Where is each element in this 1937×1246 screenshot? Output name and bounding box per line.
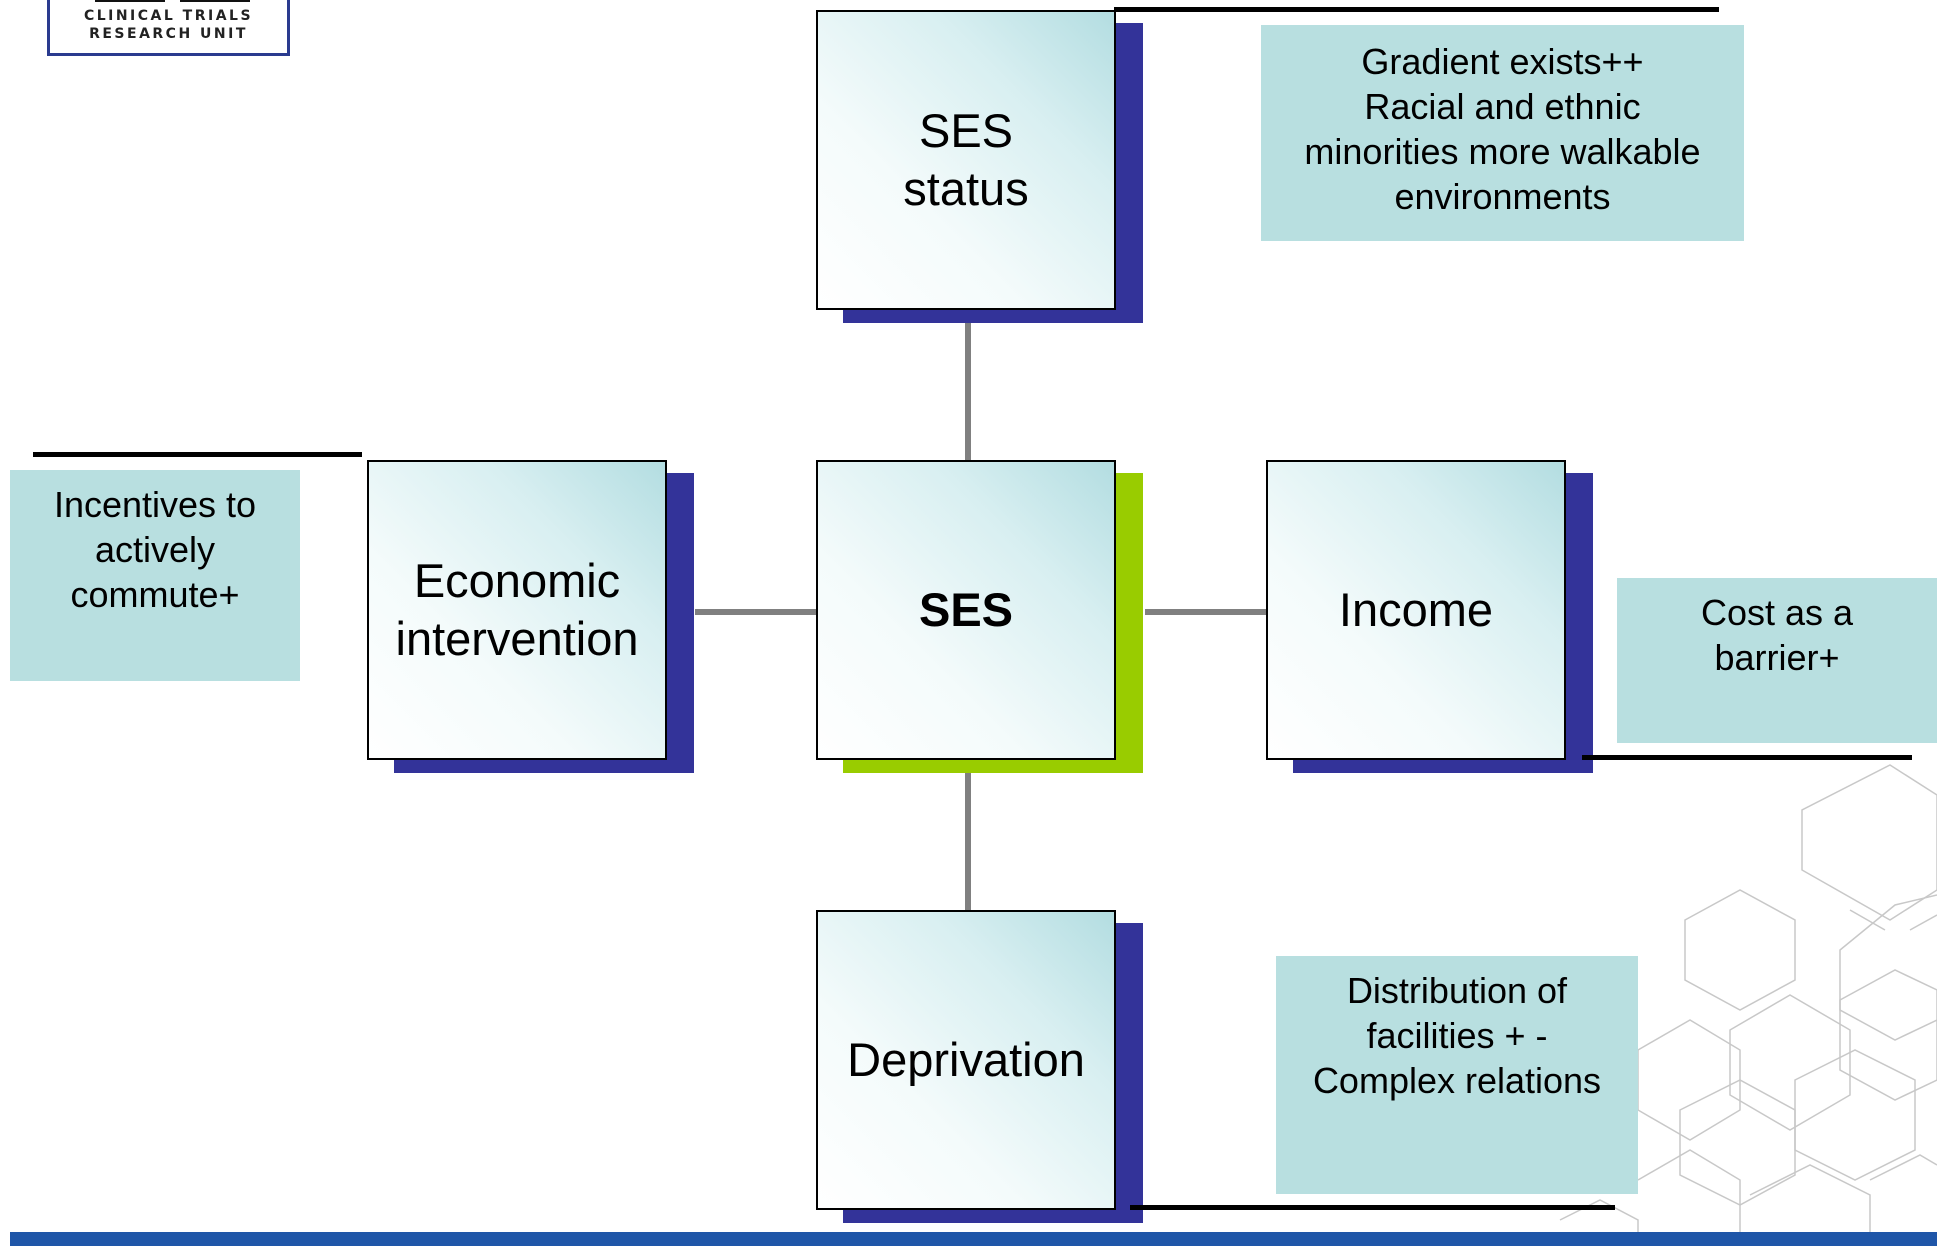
note-line: Racial and ethnic [1364,86,1641,127]
note-line: Cost as a [1700,592,1854,633]
connector-center-left [695,609,818,615]
node-face: SES [816,460,1116,760]
note-deprivation: Distribution of facilities + - Complex r… [1276,956,1638,1194]
logo-line-2: RESEARCH UNIT [89,26,248,42]
divider-rule-right [1582,755,1912,760]
note-line: environments [1394,176,1611,217]
note-ses-status: Gradient exists++ Racial and ethnic mino… [1261,25,1744,241]
logo-mark-right [180,0,250,2]
footer-bar [10,1232,1937,1246]
node-face: Deprivation [816,910,1116,1210]
note-line: facilities + - [1366,1015,1548,1056]
note-income: Cost as a barrier+ [1617,578,1937,743]
node-ses-center: SES [816,460,1143,773]
node-label: Deprivation [847,1033,1085,1086]
note-line: actively [94,529,216,570]
divider-rule-bottom [1130,1205,1615,1210]
logo: CLINICAL TRIALS RESEARCH UNIT [47,0,290,56]
node-ses-status: SES status [816,10,1143,323]
note-line: barrier+ [1714,637,1840,678]
note-line: minorities more walkable [1304,131,1701,172]
note-line: Distribution of [1346,970,1568,1011]
note-line: Incentives to [53,484,257,525]
divider-rule-left [33,452,362,457]
logo-line-1: CLINICAL TRIALS [83,8,254,24]
logo-mark-left [95,0,165,2]
note-economic-intervention: Incentives to actively commute+ [10,470,300,681]
node-label: SES status [903,104,1029,215]
node-economic-intervention: Economic intervention [367,460,694,773]
node-label: SES [918,583,1014,636]
note-line: Complex relations [1312,1060,1602,1101]
node-label: Economic intervention [395,554,639,665]
node-face: SES status [816,10,1116,310]
note-line: Gradient exists++ [1361,41,1644,82]
connector-center-top [965,321,971,461]
connector-center-bottom [965,772,971,913]
node-face: Economic intervention [367,460,667,760]
connector-center-right [1145,609,1269,615]
node-deprivation: Deprivation [816,910,1143,1223]
divider-rule-top [1114,7,1719,12]
node-face: Income [1266,460,1566,760]
node-label: Income [1338,583,1494,636]
node-income: Income [1266,460,1593,773]
note-line: commute+ [70,574,240,615]
